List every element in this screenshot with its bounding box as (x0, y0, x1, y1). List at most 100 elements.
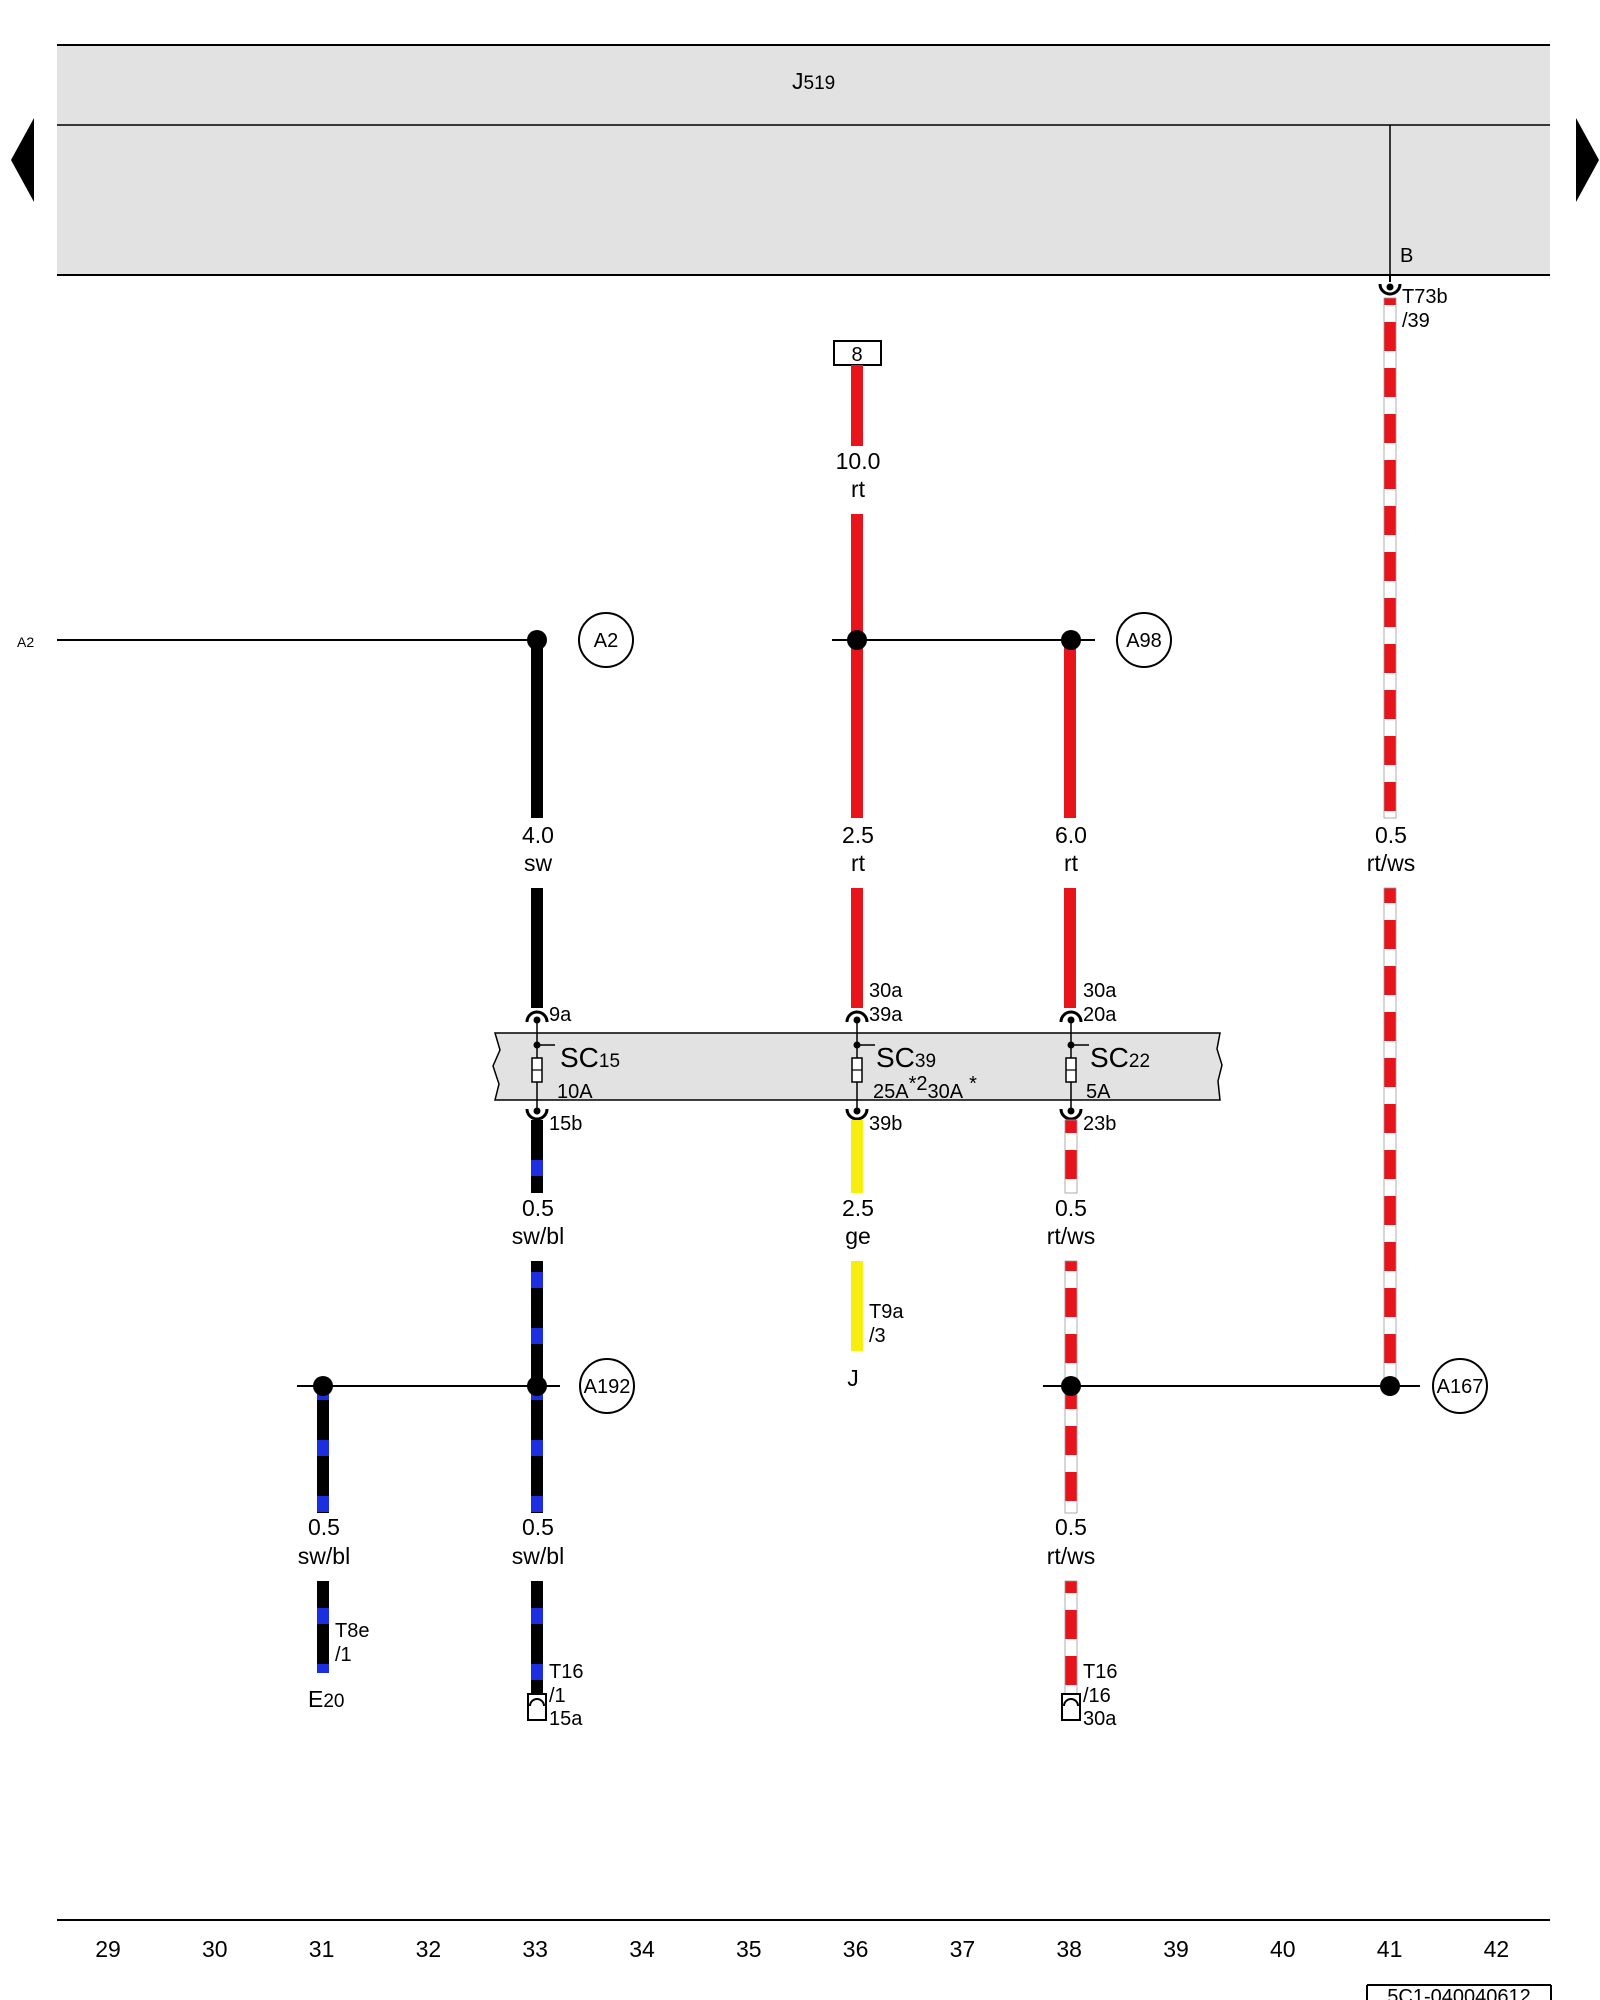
grid-number-41: 41 (1377, 1936, 1403, 1962)
fuse-pin-label: 39b (869, 1113, 902, 1135)
document-id: 5C1-040040612 (1387, 1986, 1530, 2000)
wire-segment-sw-bl (531, 1120, 543, 1193)
wire-color-label: sw/bl (512, 1543, 564, 1569)
grid-number-37: 37 (950, 1936, 976, 1962)
wire-size-label: 10.0 (836, 448, 881, 474)
wire-segment-2-5-ge (851, 1120, 863, 1193)
next-page-arrow-icon[interactable] (1576, 118, 1599, 202)
splice-dot (1061, 630, 1081, 650)
fuse-sc39 (851, 1041, 875, 1083)
left-ref-label: A2 (17, 634, 34, 650)
wire-size-label: 0.5 (1375, 822, 1407, 848)
node-circle-a2 (578, 612, 634, 668)
wire-t73b-to-a167 (1378, 275, 1402, 1386)
wire-segment-10-rt (851, 365, 863, 446)
fuse-name-sc15: SC15 (560, 1042, 620, 1073)
control-unit-label: J519 (792, 68, 835, 94)
connector-t73b-line1: T73b (1402, 286, 1448, 308)
wire-color-label: rt/ws (1047, 1223, 1096, 1249)
connector-t9a-line2: /3 (869, 1325, 886, 1347)
wire-size-label: 6.0 (1055, 822, 1087, 848)
fuse-name-sc39: SC39 (876, 1042, 936, 1073)
connector-t16-line1: T16 (549, 1661, 583, 1683)
fuse-rating-sc15: 10A (557, 1081, 593, 1103)
splice-dot (1380, 1376, 1400, 1396)
node-circle-a98 (1116, 612, 1172, 668)
wire-size-label: 0.5 (522, 1514, 554, 1540)
component-e20-label: E20 (308, 1686, 344, 1712)
fuse-pin-label: 15b (549, 1113, 582, 1135)
wire-segment-2-5-rt (851, 640, 863, 818)
node-label-a192: A192 (584, 1376, 631, 1398)
grid-number-32: 32 (416, 1936, 442, 1962)
node-circle-a167 (1432, 1358, 1488, 1414)
connector-t16-line2: /16 (1083, 1685, 1111, 1707)
wire-segment-6-rt (1064, 888, 1076, 1008)
node-label-a98: A98 (1126, 630, 1162, 652)
control-unit-j519: J519 B (57, 44, 1550, 276)
splice-dot (847, 630, 867, 650)
wire-color-label: rt (1064, 850, 1079, 876)
splice-dot (1061, 1376, 1081, 1396)
connector-t16-line3: 15a (549, 1708, 583, 1730)
grid-number-34: 34 (629, 1936, 655, 1962)
fuse-pin-label: 30a (1083, 980, 1117, 1002)
wire-color-label: rt/ws (1047, 1543, 1096, 1569)
connector-t16-line3: 30a (1083, 1708, 1117, 1730)
splice-dot (527, 1376, 547, 1396)
grid-number-33: 33 (522, 1936, 548, 1962)
wire-size-label: 0.5 (308, 1514, 340, 1540)
wire-size-label: 2.5 (842, 1195, 874, 1221)
wire-segment-4-sw (531, 888, 543, 1008)
grid-number-42: 42 (1484, 1936, 1510, 1962)
wire-color-label: sw/bl (298, 1543, 350, 1569)
wire-size-label: 0.5 (1055, 1195, 1087, 1221)
splice-dot (527, 630, 547, 650)
grid-number-39: 39 (1163, 1936, 1189, 1962)
wire-segment-2-5-ge (851, 1261, 863, 1351)
wire-segment-6-rt (1064, 640, 1076, 818)
fuse-pin-label: 39a (869, 1004, 903, 1026)
fuse-rating-sc39: 25A*230A* (873, 1073, 977, 1103)
connector-t16-line2: /1 (549, 1685, 566, 1707)
wire-size-label: 0.5 (1055, 1514, 1087, 1540)
wire-color-label: rt (851, 476, 866, 502)
wire-size-label: 0.5 (522, 1195, 554, 1221)
wire-color-label: sw/bl (512, 1223, 564, 1249)
fuse-sc15 (531, 1041, 555, 1083)
wire-color-label: rt (851, 850, 866, 876)
node-label-a2: A2 (594, 630, 618, 652)
connector-t73b-line2: /39 (1402, 310, 1430, 332)
grid-number-40: 40 (1270, 1936, 1296, 1962)
fuse-pin-label: 30a (869, 980, 903, 1002)
connector-t8e-line1: T8e (335, 1620, 369, 1642)
grid-number-38: 38 (1056, 1936, 1082, 1962)
wire-segment-rt-ws (1064, 1119, 1078, 1194)
fuse-name-sc22: SC22 (1090, 1042, 1150, 1073)
wire-segment-rt-ws (1064, 1580, 1078, 1695)
grid-number-31: 31 (309, 1936, 335, 1962)
fuse-pin-connectors-top (525, 1010, 1083, 1100)
connector-t8e-line2: /1 (335, 1644, 352, 1666)
component-j-label: J (847, 1365, 859, 1391)
wire-size-label: 2.5 (842, 822, 874, 848)
wire-size-label: 4.0 (522, 822, 554, 848)
fuse-sc22 (1065, 1041, 1089, 1083)
terminal-box-label: 8 (851, 344, 862, 366)
connector-t16-line1: T16 (1083, 1661, 1117, 1683)
grid-number-36: 36 (843, 1936, 869, 1962)
wire-segment-2-5-rt (851, 888, 863, 1008)
grid-number-29: 29 (95, 1936, 121, 1962)
wire-segment-4-sw (531, 640, 543, 818)
wire-segment-10-rt (851, 514, 863, 640)
connector-t16-pin-1 (527, 1693, 547, 1721)
pin-label-b: B (1400, 245, 1413, 267)
connector-t16-pin-16 (1061, 1693, 1081, 1721)
connector-t9a-line1: T9a (869, 1301, 904, 1323)
fuse-pin-label: 20a (1083, 1004, 1117, 1026)
fuse-pin-label: 9a (549, 1004, 572, 1026)
previous-page-arrow-icon[interactable] (11, 118, 34, 202)
node-circle-a192 (579, 1358, 635, 1414)
